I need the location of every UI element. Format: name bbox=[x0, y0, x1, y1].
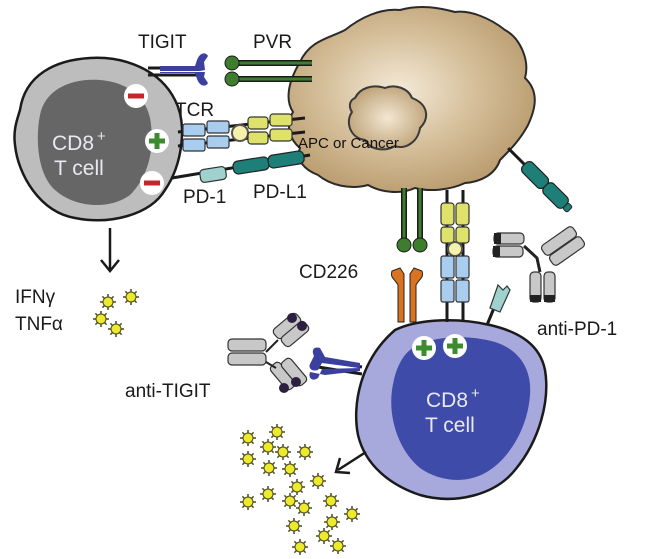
exhausted-cell-label-line1: CD8+ bbox=[52, 128, 106, 155]
tigit-receptor bbox=[148, 53, 208, 86]
anti-tigit-antibody bbox=[227, 312, 310, 393]
negative-signal-pd1 bbox=[140, 171, 164, 195]
anti-tigit-label: anti-TIGIT bbox=[125, 381, 211, 402]
free-pdl1 bbox=[507, 147, 573, 213]
tigit-receptor-active bbox=[309, 347, 363, 380]
minus-icon bbox=[144, 180, 160, 186]
positive-signal-tcr bbox=[145, 129, 169, 153]
cytokines-many bbox=[239, 423, 361, 556]
active-cell-label-line2: T cell bbox=[425, 414, 475, 437]
ifn-gamma-label: IFNγ bbox=[15, 287, 56, 308]
positive-signal-tcr-active bbox=[443, 334, 467, 358]
tnf-alpha-label: TNFα bbox=[15, 314, 63, 335]
cytokine-arrow-strong bbox=[334, 450, 367, 475]
cd226-label: CD226 bbox=[299, 262, 358, 283]
tcr-label: TCR bbox=[175, 100, 214, 121]
positive-signal-cd226 bbox=[412, 336, 436, 360]
anti-pd1-label: anti-PD-1 bbox=[537, 319, 617, 340]
anti-pd1-antibody bbox=[492, 226, 586, 303]
minus-icon bbox=[128, 93, 144, 99]
pdl1-label: PD-L1 bbox=[253, 182, 307, 203]
tcr-mhc-complex-active bbox=[440, 190, 470, 322]
pvr-ligand bbox=[224, 55, 312, 87]
pvr-label: PVR bbox=[253, 32, 292, 53]
apc-cancer-label: APC or Cancer bbox=[298, 135, 399, 152]
cd226-receptor bbox=[391, 267, 423, 323]
exhausted-cell-label-line2: T cell bbox=[54, 157, 104, 180]
active-cell-label-line1: CD8+ bbox=[426, 385, 480, 412]
apc-nucleus bbox=[347, 85, 428, 151]
apc-cancer-cell bbox=[287, 5, 536, 193]
cytokine-arrow-weak bbox=[100, 228, 120, 273]
cytokines-few bbox=[92, 288, 140, 338]
pd1-pdl1-complex bbox=[171, 150, 311, 183]
negative-signal-tigit bbox=[124, 84, 148, 108]
active-t-cell bbox=[354, 319, 548, 501]
tigit-label: TIGIT bbox=[138, 32, 187, 53]
pvr-ligand-down bbox=[396, 188, 428, 253]
tcr-mhc-complex bbox=[177, 113, 306, 152]
pd1-label: PD-1 bbox=[183, 187, 226, 208]
pd1-receptor-blocked bbox=[485, 283, 511, 326]
